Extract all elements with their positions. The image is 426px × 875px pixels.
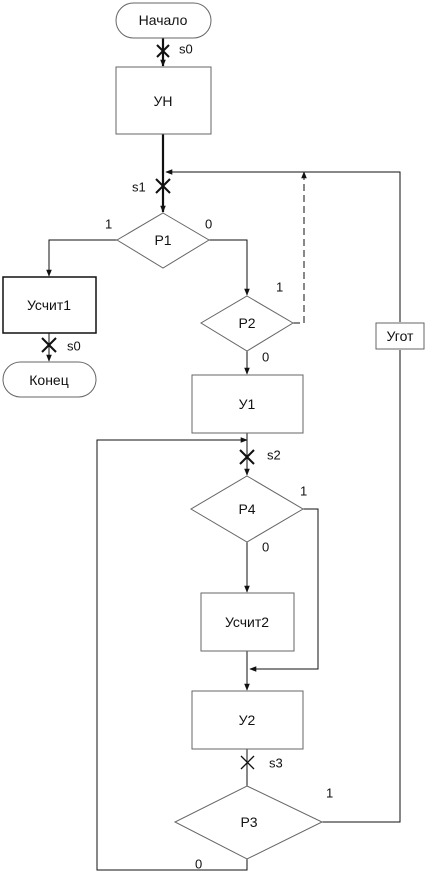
- state-label-s0-top: s0: [179, 42, 193, 57]
- u1-label: У1: [239, 396, 256, 412]
- decision-p2: P2: [200, 295, 294, 352]
- uschit2-label: Усчит2: [225, 614, 269, 630]
- u2-label: У2: [239, 712, 256, 728]
- branch-label-p2-yes: 1: [276, 280, 283, 295]
- state-label-s1: s1: [132, 180, 146, 195]
- p4-label: P4: [238, 501, 255, 517]
- cross-mark-s0-left: [41, 337, 57, 353]
- process-un: УН: [115, 66, 212, 135]
- branch-label-p1-yes: 1: [105, 217, 112, 232]
- process-uschit1: Усчит1: [2, 276, 97, 334]
- ugot-label: Угот: [387, 328, 415, 344]
- process-u2: У2: [191, 690, 304, 750]
- branch-label-p3-no: 0: [195, 857, 202, 872]
- edge-p1-to-p2: [209, 239, 250, 296]
- branch-label-p4-no: 0: [262, 540, 269, 555]
- decision-p4: P4: [190, 475, 304, 543]
- edge-p4-bypass: [249, 508, 319, 672]
- edge-p3-loop-back: [96, 437, 248, 871]
- branch-label-p3-yes: 1: [326, 786, 333, 801]
- p1-label: P1: [154, 232, 171, 248]
- start-terminal: Начало: [115, 2, 212, 39]
- decision-p3: P3: [173, 785, 324, 860]
- end-terminal: Конец: [2, 361, 97, 398]
- edge-ugot-to-top: [165, 169, 401, 322]
- p3-label: P3: [240, 814, 257, 830]
- branch-label-p2-no: 0: [262, 350, 269, 365]
- p2-label: P2: [238, 315, 255, 331]
- edge-p3-to-ugot: [322, 350, 401, 823]
- cross-mark-s3: [240, 755, 255, 770]
- uschit1-label: Усчит1: [27, 297, 71, 313]
- edge-p1-to-uschit1: [46, 239, 117, 277]
- decision-p1: P1: [116, 212, 210, 269]
- branch-label-p4-yes: 1: [300, 484, 307, 499]
- start-label: Начало: [139, 12, 188, 28]
- state-label-s3: s3: [269, 756, 283, 771]
- state-label-s0-left: s0: [67, 339, 81, 354]
- cross-mark-s0-top: [156, 44, 170, 58]
- process-uschit2: Усчит2: [200, 592, 295, 652]
- branch-label-p1-no: 0: [205, 217, 212, 232]
- state-label-s2: s2: [267, 448, 281, 463]
- cross-mark-s2: [239, 449, 255, 465]
- process-u1: У1: [191, 374, 304, 434]
- cross-mark-s1: [155, 178, 171, 194]
- end-label: Конец: [29, 372, 68, 388]
- edge-p2-loop-dashed: [293, 171, 307, 324]
- output-ugot: Угот: [375, 322, 425, 350]
- un-label: УН: [153, 93, 172, 109]
